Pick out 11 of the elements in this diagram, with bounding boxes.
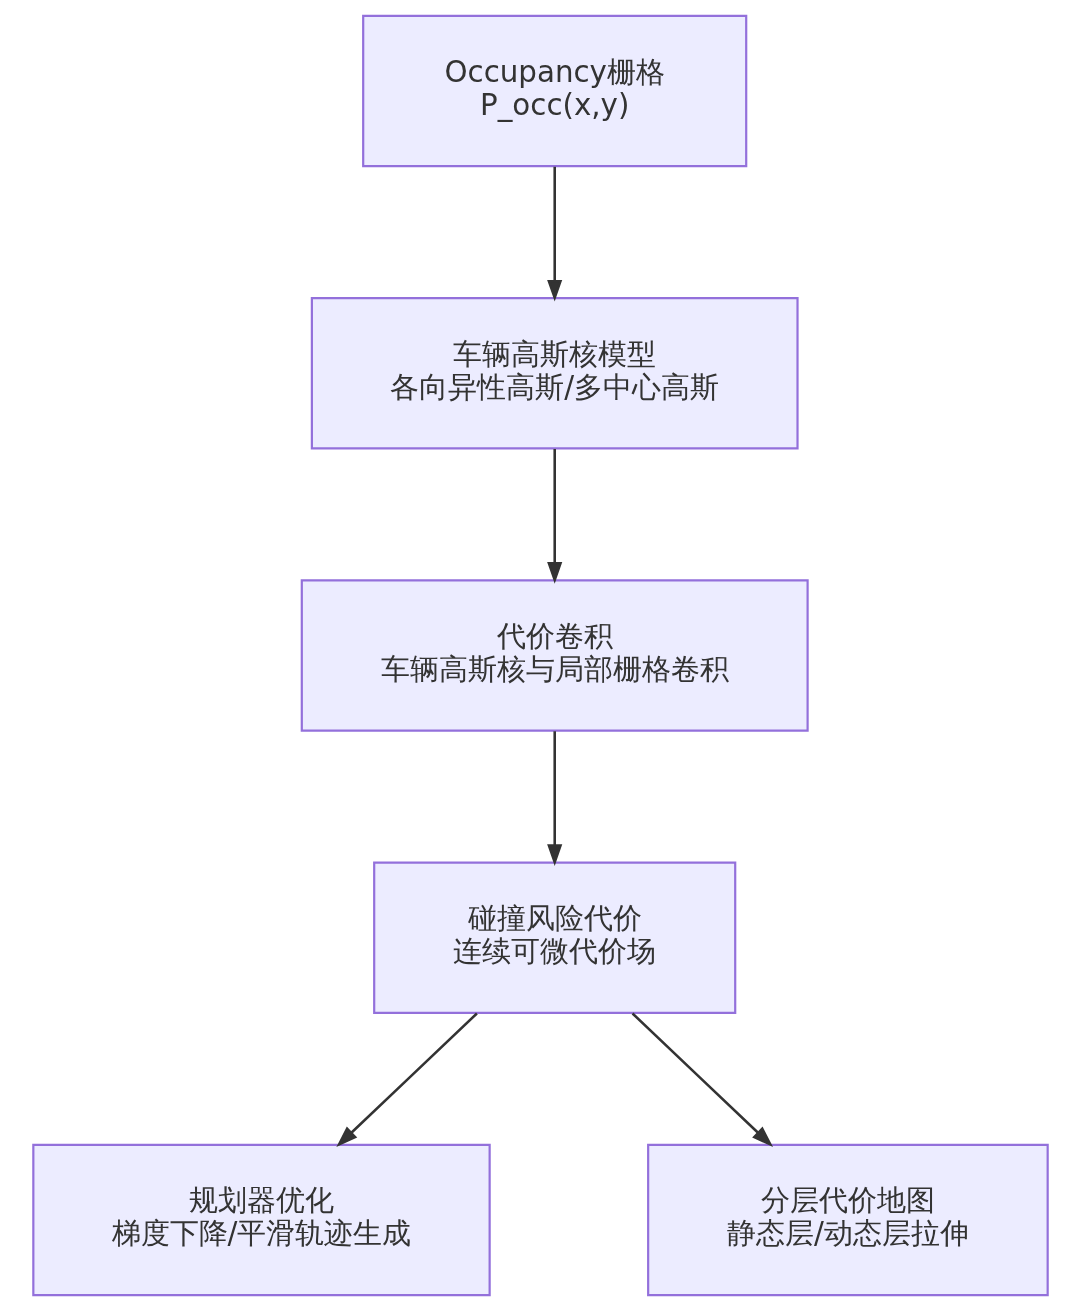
arrow [335, 1012, 478, 1147]
node-box: Occupancy栅格 P_occ(x,y) [361, 14, 747, 168]
arrow [546, 731, 562, 866]
arrow [546, 166, 562, 302]
node-box: 分层代价地图 静态层/动态层拉伸 [646, 1143, 1049, 1297]
node-box: 规划器优化 梯度下降/平滑轨迹生成 [31, 1143, 491, 1297]
arrow [546, 449, 562, 584]
node-box: 车辆高斯核模型 各向异性高斯/多中心高斯 [310, 297, 799, 450]
node-box: 代价卷积 车辆高斯核与局部栅格卷积 [300, 579, 809, 732]
node-box: 碰撞风险代价 连续可微代价场 [372, 861, 736, 1014]
arrow [631, 1012, 773, 1147]
